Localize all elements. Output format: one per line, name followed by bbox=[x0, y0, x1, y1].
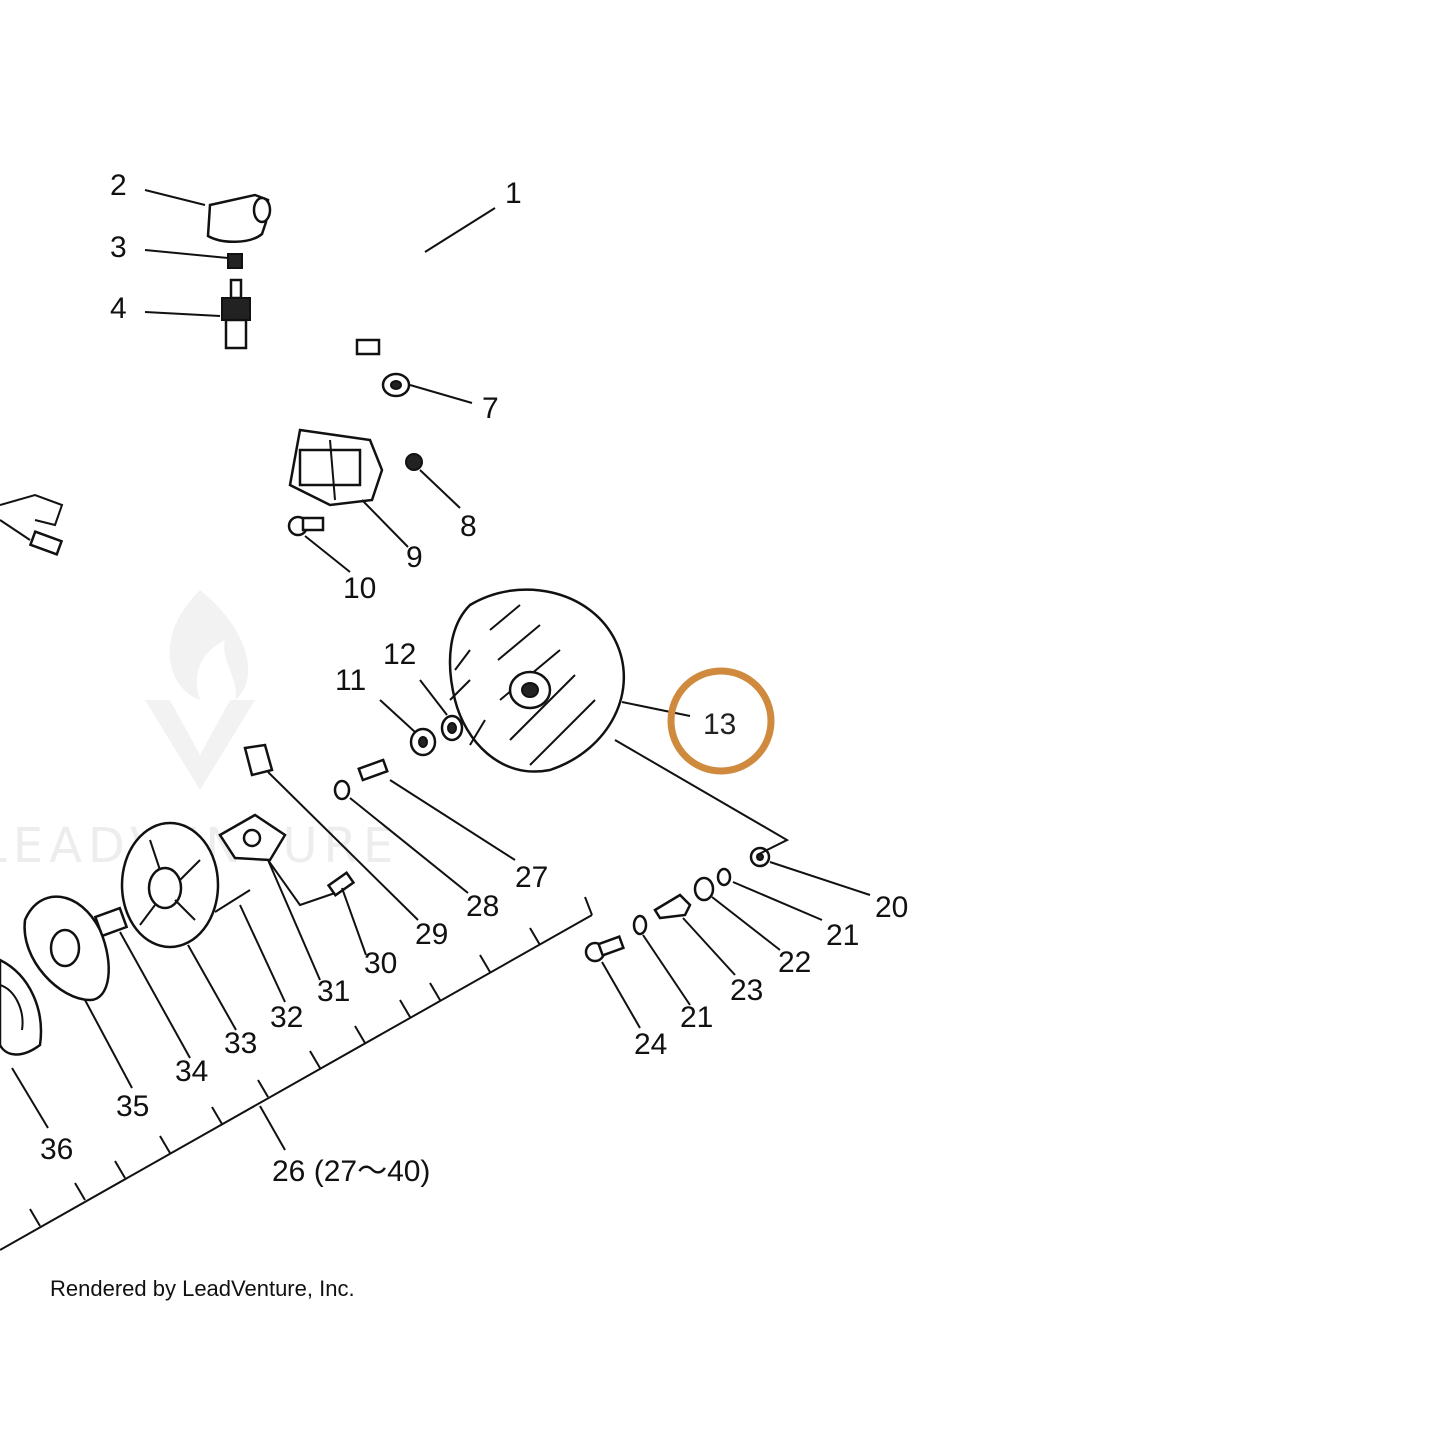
label-9[interactable]: 9 bbox=[406, 541, 423, 574]
label-10[interactable]: 10 bbox=[343, 572, 376, 605]
leadventure-watermark: LEADVENTURE bbox=[0, 590, 393, 874]
part-33-starter-reel[interactable] bbox=[120, 821, 220, 949]
part-30-bolt[interactable] bbox=[326, 871, 356, 897]
part-labels: 2 3 4 1 7 8 9 10 11 12 13 20 21 22 23 21… bbox=[40, 169, 908, 1188]
part-28-washer[interactable] bbox=[333, 779, 351, 801]
part-35-disc[interactable] bbox=[23, 895, 110, 1002]
label-13[interactable]: 13 bbox=[703, 708, 736, 741]
part-22-collar[interactable] bbox=[693, 876, 715, 902]
part-3-spring[interactable] bbox=[227, 253, 243, 269]
label-20[interactable]: 20 bbox=[875, 891, 908, 924]
part-10-bolt[interactable] bbox=[287, 515, 325, 537]
part-23-pawl[interactable] bbox=[653, 893, 692, 920]
label-4[interactable]: 4 bbox=[110, 292, 127, 325]
part-29-pawl[interactable] bbox=[243, 743, 274, 777]
label-35[interactable]: 35 bbox=[116, 1090, 149, 1123]
label-29[interactable]: 29 bbox=[415, 918, 448, 951]
label-3[interactable]: 3 bbox=[110, 231, 127, 264]
leader-lines bbox=[0, 189, 871, 1251]
label-11[interactable]: 11 bbox=[335, 664, 366, 697]
label-7[interactable]: 7 bbox=[482, 392, 499, 425]
part-24-bolt[interactable] bbox=[584, 934, 625, 963]
highlight-circle bbox=[667, 667, 775, 775]
part-21-washer[interactable] bbox=[716, 867, 732, 887]
label-36[interactable]: 36 bbox=[40, 1133, 73, 1166]
credit-text: Rendered by LeadVenture, Inc. bbox=[50, 1276, 355, 1301]
part-4-spark-plug[interactable] bbox=[221, 278, 251, 350]
part-13-flywheel[interactable] bbox=[448, 588, 625, 773]
label-1[interactable]: 1 bbox=[505, 177, 522, 210]
part-9-ignition-coil[interactable] bbox=[288, 428, 384, 507]
label-8[interactable]: 8 bbox=[460, 510, 477, 543]
label-33[interactable]: 33 bbox=[224, 1027, 257, 1060]
part-27-bolt[interactable] bbox=[357, 758, 389, 782]
part-21-washer-lower[interactable] bbox=[632, 914, 648, 936]
part-12-washer[interactable] bbox=[440, 714, 464, 742]
part-31-bracket[interactable] bbox=[218, 813, 287, 862]
label-30[interactable]: 30 bbox=[364, 947, 397, 980]
part-2-plug-cap[interactable] bbox=[206, 193, 272, 243]
label-22[interactable]: 22 bbox=[778, 946, 811, 979]
label-12[interactable]: 12 bbox=[383, 638, 416, 671]
part-7-grommet[interactable] bbox=[381, 372, 411, 398]
label-26-assembly[interactable]: 26 (27～40) bbox=[272, 1155, 430, 1188]
label-23[interactable]: 23 bbox=[730, 974, 763, 1007]
label-27[interactable]: 27 bbox=[515, 861, 548, 894]
highlight-callout[interactable] bbox=[667, 667, 775, 775]
label-28[interactable]: 28 bbox=[466, 890, 499, 923]
part-36-spring[interactable] bbox=[0, 958, 43, 1056]
part-8-nut[interactable] bbox=[405, 453, 423, 471]
label-24[interactable]: 24 bbox=[634, 1028, 667, 1061]
part-1-hose[interactable] bbox=[360, 220, 423, 330]
part-32-rope[interactable] bbox=[214, 889, 251, 913]
label-31[interactable]: 31 bbox=[317, 975, 350, 1008]
wire-harness bbox=[0, 493, 64, 556]
label-21[interactable]: 21 bbox=[826, 919, 859, 952]
label-34[interactable]: 34 bbox=[175, 1055, 208, 1088]
label-2[interactable]: 2 bbox=[110, 169, 127, 202]
part-11-nut[interactable] bbox=[409, 727, 437, 757]
label-21-lower[interactable]: 21 bbox=[680, 1001, 713, 1034]
label-32[interactable]: 32 bbox=[270, 1001, 303, 1034]
ignition-wire bbox=[284, 231, 381, 434]
